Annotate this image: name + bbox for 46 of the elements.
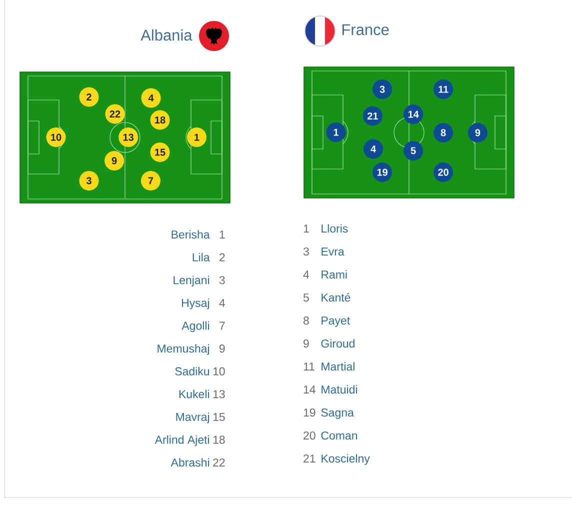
shirt-number: 13 <box>213 390 225 398</box>
player-name: Payet <box>322 316 350 327</box>
shirt-number: 22 <box>213 458 225 466</box>
player-name: Kanté <box>322 293 350 302</box>
shirt-number: 18 <box>213 436 225 444</box>
player-name: Berisha <box>172 230 210 239</box>
shirt-number: 20 <box>304 431 316 440</box>
player-name: Abrashi <box>170 458 210 467</box>
player-name: Arlind Ajeti <box>154 435 209 446</box>
shirt-number: 21 <box>304 454 316 462</box>
player-name: Evra <box>322 248 344 256</box>
country-name: France <box>342 24 389 36</box>
shirt-number: 10 <box>213 367 225 376</box>
shirt-number: 2 <box>220 253 225 262</box>
shirt-number: 9 <box>219 344 225 353</box>
shirt-number: 1 <box>304 224 309 232</box>
player-name: Kukeli <box>179 390 210 398</box>
player-name: Memushaj <box>158 344 210 355</box>
player-name: Sadiku <box>175 366 210 376</box>
shirt-number: 5 <box>303 294 309 302</box>
player-name: Giroud <box>321 339 354 348</box>
shirt-number: 7 <box>220 322 225 330</box>
shirt-number: 9 <box>304 339 309 348</box>
player-name: Lloris <box>322 224 348 233</box>
player-name: Matuidi <box>322 385 357 394</box>
player-name: Sagna <box>321 408 354 419</box>
player-name: Mavraj <box>176 412 210 424</box>
player-name: Lila <box>192 252 210 262</box>
shirt-number: 14 <box>304 386 316 394</box>
shirt-number: 19 <box>304 408 316 417</box>
player-name: Rami <box>322 270 347 279</box>
player-name: Hysaj <box>182 298 210 310</box>
shirt-number: 3 <box>303 247 309 256</box>
player-name: Agolli <box>182 321 210 332</box>
shirt-number: 1 <box>220 230 225 238</box>
country-name: Albania <box>140 29 192 41</box>
shirt-number: 4 <box>219 299 225 307</box>
player-name: Lenjani <box>174 276 209 286</box>
shirt-number: 15 <box>213 413 225 421</box>
shirt-number: 4 <box>303 270 310 278</box>
player-name: Martial <box>322 362 354 371</box>
player-name: Koscielny <box>322 454 370 465</box>
player-name: Coman <box>321 431 358 440</box>
shirt-number: 8 <box>304 316 309 325</box>
shirt-number: 3 <box>219 276 225 284</box>
shirt-number: 11 <box>304 362 314 370</box>
